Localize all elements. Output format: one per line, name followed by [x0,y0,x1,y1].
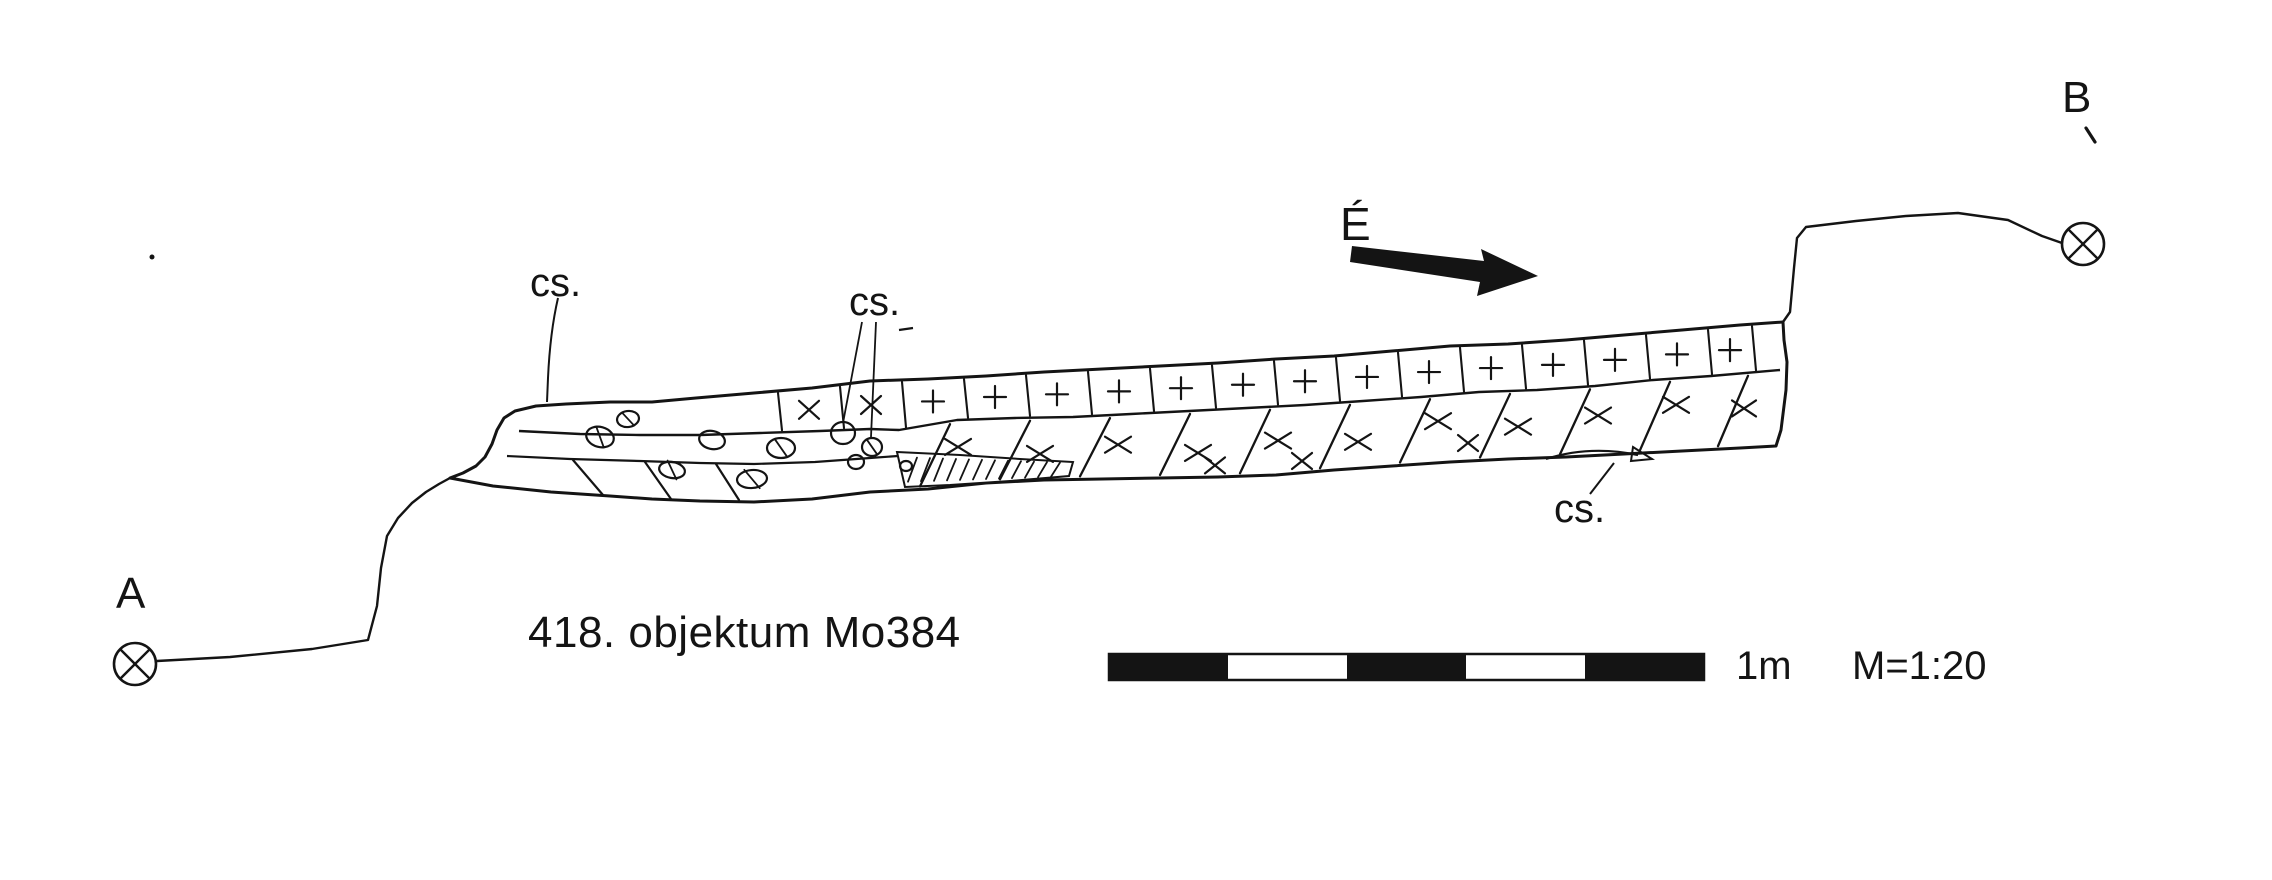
ground-line-a [156,476,451,663]
north-arrow-icon [1350,246,1538,296]
figure-caption: 418. objektum Mo384 [528,608,961,657]
cs-label-left: cs. [530,261,581,305]
north-label: É [1340,198,1371,250]
scale-bar-segment [1347,654,1466,680]
survey-marker-b-icon [2060,221,2106,267]
scale-bar-segment [1585,654,1704,680]
lower-layer-line [506,453,913,466]
scale-length-label: 1m [1736,644,1792,688]
cut-curve [1545,449,1639,461]
lower-band-dividers [918,374,1750,488]
cs-left-leader [546,297,559,403]
bottom-left-dividers [571,458,741,502]
point-b-label: B [2062,73,2091,122]
cs-right-leader [1589,462,1615,495]
cs-label-middle: cs. [849,280,900,324]
point-b-tick [2084,126,2097,144]
cs-middle-leaders [842,321,914,438]
ink-dot [149,254,155,260]
layer-boundary-line [518,368,1781,437]
cs-label-right: cs. [1554,487,1605,531]
scale-bar-segment [1109,654,1228,680]
section-outline [448,320,1789,504]
scale-bar [1107,652,1706,682]
lower-band-x-marks [943,395,1758,475]
scale-ratio-label: M=1:20 [1852,644,1987,688]
cut-triangle-icon [1629,445,1656,463]
ground-line-b [1782,211,2063,323]
survey-marker-a-icon [112,641,158,687]
hatch-area-stripes [907,456,1061,483]
point-a-label: A [116,569,146,618]
upper-band-plus-marks [797,338,1743,420]
